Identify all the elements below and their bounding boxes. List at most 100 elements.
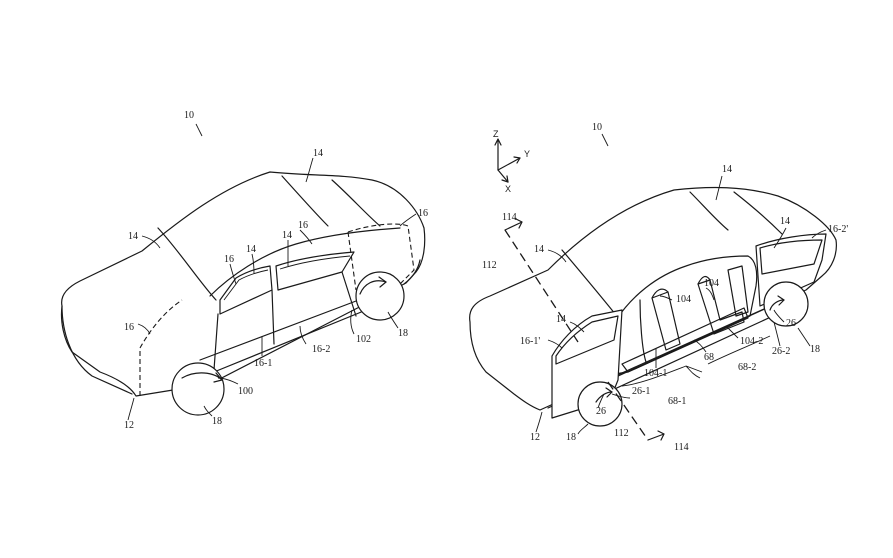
axis-x-arrow: [501, 175, 509, 183]
lead-16-top-left: [299, 229, 313, 245]
ref-16-1: 16-1: [254, 358, 272, 369]
ref-68: 68: [704, 352, 714, 363]
rear-lower-edge: [403, 259, 421, 285]
lower-side-line: [61, 305, 133, 395]
ref-14-side-right: 14: [534, 244, 544, 255]
ref-14-win-a: 14: [246, 244, 256, 255]
ref-104-1: 104-1: [644, 368, 667, 379]
seat-pillar: [727, 265, 749, 317]
ref-114-top: 114: [502, 212, 517, 223]
rear-wheel-arrow: [359, 280, 387, 295]
front-window: [219, 265, 273, 315]
ref-16-1p: 16-1': [520, 336, 540, 347]
axis-y-arrow: [513, 156, 521, 164]
door-phantom-rear: [347, 223, 415, 285]
rear-wheel-right: [763, 281, 809, 327]
ref-14-side-left: 14: [128, 231, 138, 242]
lead-16-2p: [811, 229, 827, 239]
brace-68-1: [621, 365, 703, 387]
vehicle-figure-left: [60, 123, 426, 421]
ref-16-rear-left: 16: [418, 208, 428, 219]
ref-16-left-left: 16: [124, 322, 134, 333]
lead-14-side-left: [141, 235, 161, 249]
front-wheel-right: [577, 381, 623, 427]
seat-front: [651, 291, 681, 351]
axis-x-line: [497, 169, 509, 183]
lead-18-front-left: [203, 405, 213, 417]
lead-104-2: [725, 325, 739, 339]
ref-16-2p: 16-2': [828, 224, 848, 235]
front-wheel: [171, 362, 225, 416]
front-door-window: [555, 315, 619, 365]
ref-14-top-right: 14: [722, 164, 732, 175]
lead-14-win-a: [251, 253, 255, 275]
roof-pillar-mid: [281, 175, 329, 227]
roof-pillar-rear-right: [733, 191, 783, 235]
ref-114-bottom: 114: [674, 442, 689, 453]
vehicle-figure-right: [469, 133, 837, 441]
lead-104-a: [659, 295, 673, 301]
vehicle-body-outline: [60, 171, 426, 397]
lead-14-rear-win: [773, 227, 787, 249]
floor-panel: [621, 307, 749, 373]
center-tunnel: [639, 299, 647, 363]
rear-wheel-arrow-head: [378, 276, 387, 288]
section-arrow-top: [504, 218, 523, 231]
ref-104-b: 104: [704, 278, 719, 289]
ref-112-bottom: 112: [614, 428, 629, 439]
rocker-line: [199, 297, 365, 361]
lead-18-rear-left: [387, 311, 399, 329]
belt-line: [209, 227, 401, 297]
lead-102: [350, 309, 355, 335]
ref-26-rear: 26: [786, 318, 796, 329]
lead-26-2: [773, 321, 781, 347]
lead-18-front-right: [577, 423, 589, 435]
ref-12-left: 12: [124, 420, 134, 431]
rear-window-inner: [279, 255, 351, 270]
ref-14-rear-win: 14: [780, 216, 790, 227]
ref-18-rear-left: 18: [398, 328, 408, 339]
lead-16-left-left: [137, 323, 151, 335]
axis-y-label: Y: [524, 149, 530, 159]
lead-104-b: [705, 287, 715, 301]
ref-26-front: 26: [596, 406, 606, 417]
left-figure-labels: 10 14 14 14 14 16 16 16 16 16-1 16-2 100…: [124, 110, 428, 431]
ref-14-top-left: 14: [313, 148, 323, 159]
ref-104-a: 104: [676, 294, 691, 305]
lead-14-side-right: [547, 249, 567, 263]
section-arrow-bottom: [647, 430, 665, 441]
ref-14-front-door: 14: [556, 314, 566, 325]
door-seam-b: [213, 313, 219, 371]
ref-14-win-b: 14: [282, 230, 292, 241]
lead-12-right: [535, 411, 543, 433]
ref-102: 102: [356, 334, 371, 345]
axis-x-label: X: [505, 184, 511, 194]
ref-18-rear-right: 18: [810, 344, 820, 355]
axis-z-arrow: [494, 138, 502, 146]
lead-14-front-door: [569, 321, 585, 333]
rear-door-window: [759, 239, 823, 275]
ref-26-2: 26-2: [772, 346, 790, 357]
ref-16-top-left: 16: [298, 220, 308, 231]
lead-68: [693, 339, 707, 353]
lead-26-rear: [773, 309, 785, 323]
ref-68-1: 68-1: [668, 396, 686, 407]
front-wheel-arrow-head: [213, 372, 223, 383]
right-figure-labels: 10 14 14 14 16-2' 14 16-1' 114 112 104 1…: [482, 122, 848, 453]
rear-pillar-arrow: [769, 299, 785, 311]
front-pillar-arrow-head: [605, 387, 613, 398]
roof-pillar-front: [157, 227, 217, 301]
lead-18-rear-right: [797, 327, 811, 347]
rear-wheel: [355, 271, 405, 321]
vehicle-body-outline-right: [469, 186, 837, 411]
ref-26-1: 26-1: [632, 386, 650, 397]
section-line-top: [504, 229, 579, 343]
axis-triad: Z Y X: [493, 129, 530, 194]
front-window-inner: [223, 269, 269, 301]
door-phantom-front: [139, 299, 183, 396]
roof-pillar-rear: [331, 179, 381, 227]
seat-front-back: [651, 288, 669, 299]
lead-16-front-left: [229, 263, 237, 285]
door-seam-rear: [341, 271, 357, 317]
